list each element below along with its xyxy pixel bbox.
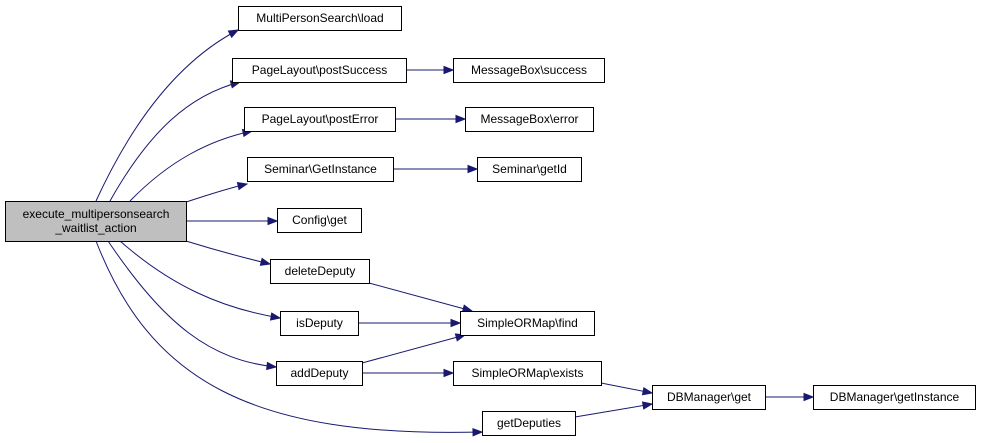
node-mb-success[interactable]: MessageBox\success xyxy=(453,58,605,83)
node-box xyxy=(482,411,576,436)
node-get-deputies[interactable]: getDeputies xyxy=(482,411,576,436)
edge-root-to-pl_error xyxy=(129,130,253,202)
node-mps-load[interactable]: MultiPersonSearch\load xyxy=(238,6,402,31)
node-box xyxy=(5,201,187,242)
node-delete-deputy[interactable]: deleteDeputy xyxy=(270,259,370,284)
node-orm-exists[interactable]: SimpleORMap\exists xyxy=(453,361,602,386)
node-label: DBManager\get xyxy=(667,390,752,404)
arrowhead-root-to-is_deputy xyxy=(269,312,282,321)
node-box xyxy=(453,361,602,386)
node-sem-instance[interactable]: Seminar\GetInstance xyxy=(247,157,394,182)
node-dbm-instance[interactable]: DBManager\getInstance xyxy=(813,385,976,410)
edge-add_deputy-to-orm_find xyxy=(361,334,466,364)
node-pl-success[interactable]: PageLayout\postSuccess xyxy=(232,58,407,83)
node-box xyxy=(270,259,370,284)
arrowhead-pl_success-to-mb_success xyxy=(443,65,455,75)
edge-root-to-pl_success xyxy=(109,81,241,202)
edge-root-to-add_deputy xyxy=(107,240,277,368)
node-box xyxy=(652,385,766,410)
node-box xyxy=(232,58,407,83)
arrowhead-pl_error-to-mb_error xyxy=(455,114,467,124)
node-label: SimpleORMap\exists xyxy=(471,366,583,380)
node-label: execute_multipersonsearch xyxy=(23,207,170,221)
node-box xyxy=(238,6,402,31)
node-add-deputy[interactable]: addDeputy xyxy=(276,361,363,386)
node-label: MessageBox\error xyxy=(480,112,578,126)
node-box xyxy=(453,58,605,83)
node-dbm-get[interactable]: DBManager\get xyxy=(652,385,766,410)
edge-root-to-delete_deputy xyxy=(185,240,271,265)
node-box xyxy=(460,311,595,336)
arrowhead-root-to-add_deputy xyxy=(266,361,278,371)
node-box xyxy=(465,107,594,132)
edge-root-to-is_deputy xyxy=(119,240,281,319)
node-label: DBManager\getInstance xyxy=(830,390,960,404)
node-box xyxy=(813,385,976,410)
node-box xyxy=(247,157,394,182)
arrowhead-orm_exists-to-dbm_get xyxy=(641,387,654,396)
edge-get_deputies-to-dbm_get xyxy=(574,403,653,418)
node-label: SimpleORMap\find xyxy=(477,316,578,330)
arrowhead-get_deputies-to-dbm_get xyxy=(641,401,654,410)
node-orm-find[interactable]: SimpleORMap\find xyxy=(460,311,595,336)
node-label: _waitlist_action xyxy=(54,221,136,235)
arrowhead-is_deputy-to-orm_find xyxy=(450,318,462,328)
node-mb-error[interactable]: MessageBox\error xyxy=(465,107,594,132)
node-label: getDeputies xyxy=(497,416,561,430)
arrowhead-root-to-mps_load xyxy=(227,29,240,39)
edge-root-to-sem_instance xyxy=(185,183,248,203)
node-box xyxy=(477,157,582,182)
node-box xyxy=(280,311,359,336)
node-label: Seminar\getId xyxy=(492,162,567,176)
node-layer: execute_multipersonsearch_waitlist_actio… xyxy=(5,6,976,436)
node-box xyxy=(276,361,363,386)
arrowhead-dbm_get-to-dbm_instance xyxy=(803,392,815,402)
arrowhead-root-to-sem_instance xyxy=(236,182,249,191)
node-label: deleteDeputy xyxy=(285,264,356,278)
arrowhead-root-to-config_get xyxy=(267,216,279,226)
arrowhead-add_deputy-to-orm_exists xyxy=(443,368,455,378)
arrowhead-root-to-delete_deputy xyxy=(259,257,272,266)
node-label: PageLayout\postSuccess xyxy=(252,63,387,77)
node-label: MessageBox\success xyxy=(471,63,587,77)
node-pl-error[interactable]: PageLayout\postError xyxy=(244,107,396,132)
node-config-get[interactable]: Config\get xyxy=(277,208,362,233)
node-sem-getid[interactable]: Seminar\getId xyxy=(477,157,582,182)
edge-root-to-mps_load xyxy=(95,29,239,202)
node-box xyxy=(244,107,396,132)
node-label: addDeputy xyxy=(290,366,348,380)
edge-delete_deputy-to-orm_find xyxy=(368,282,473,312)
edge-root-to-get_deputies xyxy=(95,240,483,433)
node-label: PageLayout\postError xyxy=(262,112,379,126)
node-label: Config\get xyxy=(292,213,347,227)
node-label: Seminar\GetInstance xyxy=(264,162,377,176)
node-label: isDeputy xyxy=(296,316,343,330)
node-box xyxy=(277,208,362,233)
arrowhead-sem_instance-to-sem_getid xyxy=(467,164,479,174)
node-root[interactable]: execute_multipersonsearch_waitlist_actio… xyxy=(5,201,187,242)
node-label: MultiPersonSearch\load xyxy=(256,11,383,25)
node-is-deputy[interactable]: isDeputy xyxy=(280,311,359,336)
arrowhead-root-to-get_deputies xyxy=(472,428,484,437)
